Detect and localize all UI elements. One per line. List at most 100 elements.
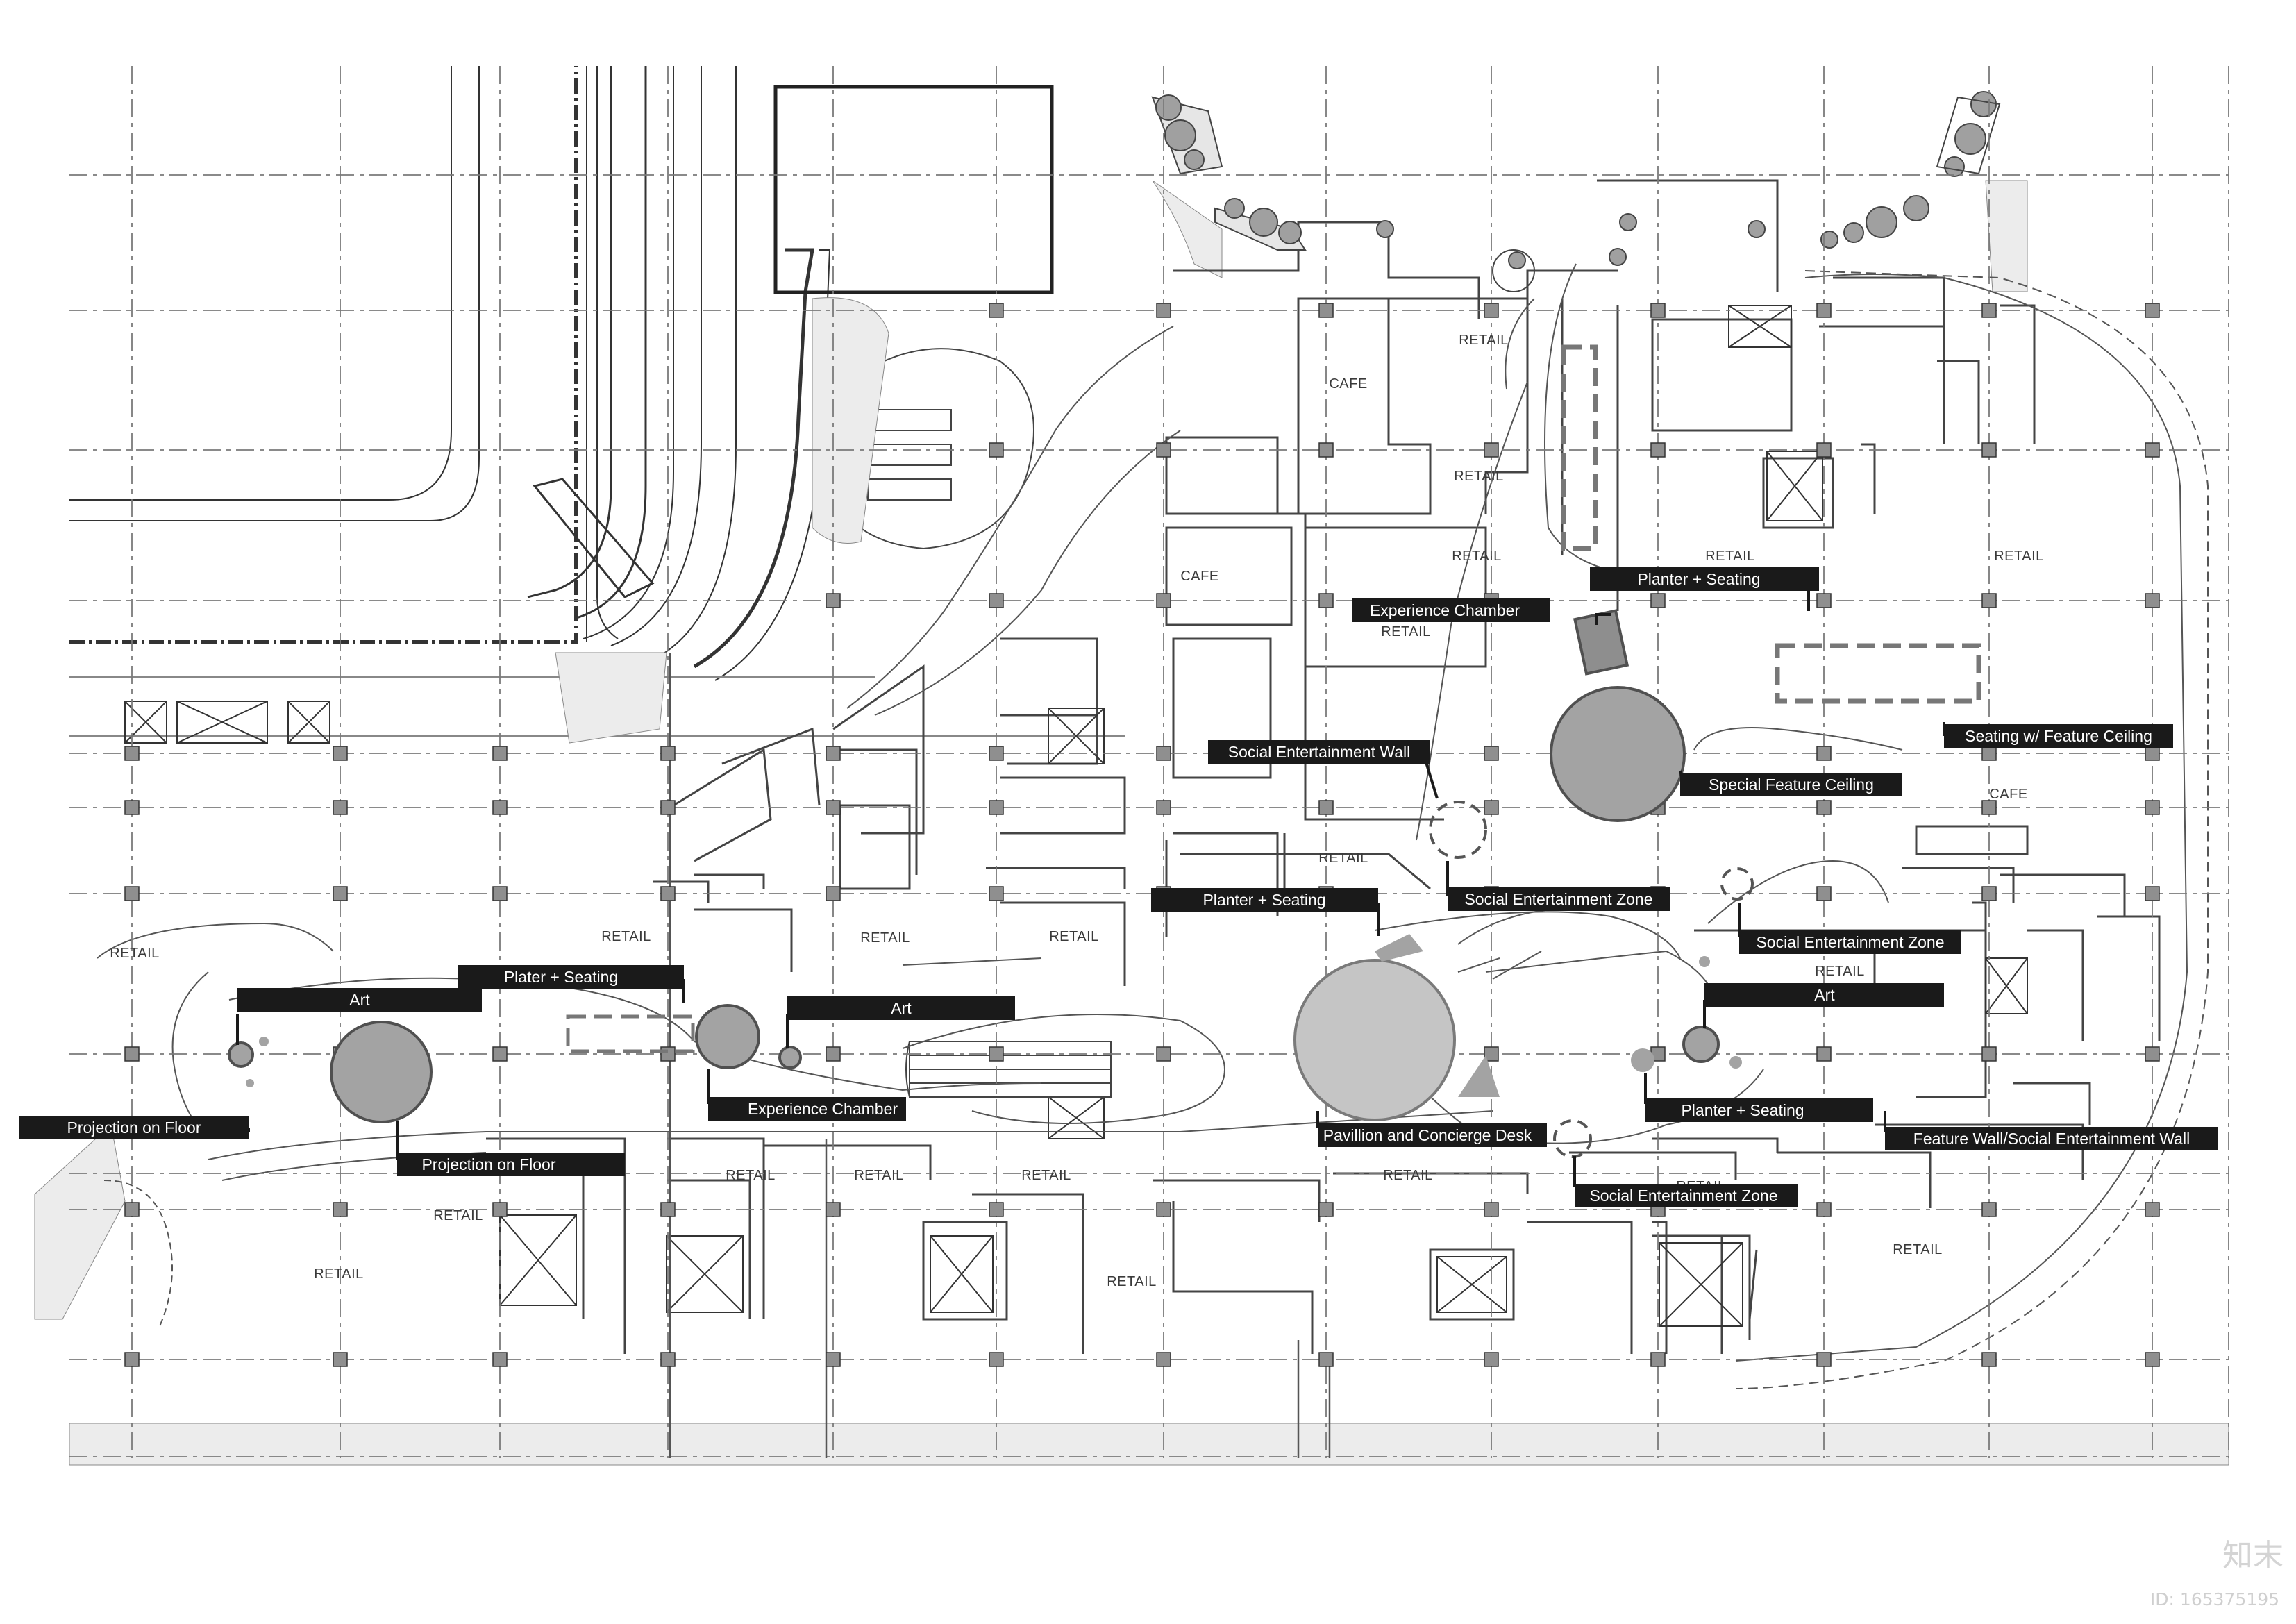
- column-marker: [1650, 593, 1666, 608]
- column-marker: [1484, 1202, 1499, 1217]
- svg-text:Special Feature Ceiling: Special Feature Ceiling: [1709, 776, 1874, 794]
- callout-experience-chamber-south: Experience Chamber: [708, 1097, 906, 1121]
- room-label: CAFE: [1180, 569, 1218, 584]
- column-marker: [989, 1202, 1004, 1217]
- column-marker: [124, 746, 140, 761]
- column-marker: [492, 746, 508, 761]
- column-marker: [660, 800, 676, 815]
- column-marker: [2145, 1202, 2160, 1217]
- social-zone-rings: [1429, 801, 1754, 1158]
- column-marker: [826, 1046, 841, 1062]
- concierge-shape: [1458, 1055, 1500, 1097]
- column-marker: [660, 1046, 676, 1062]
- column-marker: [124, 1352, 140, 1367]
- mall-boundary: [97, 263, 2209, 1389]
- column-marker: [1816, 800, 1832, 815]
- column-marker: [989, 303, 1004, 318]
- column-marker: [492, 1202, 508, 1217]
- column-marker: [826, 1202, 841, 1217]
- column-marker: [1650, 1352, 1666, 1367]
- special-feature-ceiling-circle: [1550, 686, 1686, 822]
- dashed-zones: [566, 344, 1981, 1053]
- column-marker: [1484, 800, 1499, 815]
- column-marker: [1816, 1202, 1832, 1217]
- column-marker: [1981, 800, 1997, 815]
- column-marker: [333, 1352, 348, 1367]
- column-marker: [492, 800, 508, 815]
- callout-projection-floor-1: Projection on Floor: [19, 1116, 249, 1139]
- column-marker: [1318, 442, 1334, 458]
- column-marker: [1156, 442, 1171, 458]
- column-marker: [989, 886, 1004, 901]
- column-marker: [826, 593, 841, 608]
- room-labels: RETAIL CAFE RETAIL RETAIL RETAIL RETAIL …: [110, 333, 2043, 1289]
- column-marker: [1318, 593, 1334, 608]
- callout-art-west: Art: [237, 988, 482, 1012]
- structural-columns: [124, 303, 2160, 1367]
- column-marker: [660, 1352, 676, 1367]
- room-label: RETAIL: [1454, 469, 1504, 484]
- room-label: RETAIL: [854, 1168, 904, 1183]
- svg-text:Experience Chamber: Experience Chamber: [1370, 601, 1520, 619]
- pavillion-concierge-circle: [1293, 959, 1456, 1121]
- escalator: [905, 1041, 1112, 1098]
- column-marker: [989, 593, 1004, 608]
- planter-seating-shape: [1375, 934, 1423, 962]
- column-marker: [826, 1352, 841, 1367]
- column-marker: [1816, 303, 1832, 318]
- column-marker: [2145, 303, 2160, 318]
- room-label: RETAIL: [1107, 1274, 1157, 1289]
- column-marker: [2145, 1046, 2160, 1062]
- column-marker: [1318, 1352, 1334, 1367]
- column-marker: [1484, 303, 1499, 318]
- svg-text:Seating w/ Feature Ceiling: Seating w/ Feature Ceiling: [1965, 727, 2152, 745]
- room-label: CAFE: [1989, 787, 2027, 802]
- callout-social-entertainment-zone-1: Social Entertainment Zone: [1448, 887, 1670, 911]
- svg-text:Experience Chamber: Experience Chamber: [748, 1100, 898, 1118]
- column-marker: [2145, 1352, 2160, 1367]
- column-marker: [1981, 1202, 1997, 1217]
- callout-leaders: [236, 578, 1945, 1187]
- callout-labels: Planter + Seating Experience Chamber Sea…: [19, 567, 2218, 1207]
- column-marker: [1484, 746, 1499, 761]
- svg-text:Planter + Seating: Planter + Seating: [1203, 891, 1325, 909]
- column-marker: [124, 1202, 140, 1217]
- column-marker: [1650, 442, 1666, 458]
- room-label: RETAIL: [1021, 1168, 1071, 1183]
- column-marker: [1156, 303, 1171, 318]
- room-label: RETAIL: [433, 1208, 483, 1223]
- column-marker: [1816, 1046, 1832, 1062]
- column-marker: [124, 886, 140, 901]
- column-marker: [1484, 1046, 1499, 1062]
- column-marker: [989, 442, 1004, 458]
- column-marker: [333, 886, 348, 901]
- column-marker: [333, 746, 348, 761]
- callout-pavillion-concierge: Pavillion and Concierge Desk: [1318, 1123, 1547, 1147]
- callout-planter-seating-center: Planter + Seating: [1151, 888, 1378, 912]
- column-marker: [333, 800, 348, 815]
- column-marker: [826, 886, 841, 901]
- tree-planters: [1151, 91, 2001, 292]
- watermark-id: ID: 165375195: [2150, 1589, 2279, 1609]
- callout-seating-feature-ceiling: Seating w/ Feature Ceiling: [1944, 724, 2173, 748]
- callout-special-feature-ceiling: Special Feature Ceiling: [1680, 773, 1902, 796]
- callout-experience-chamber-north: Experience Chamber: [1352, 598, 1550, 622]
- room-label: RETAIL: [1705, 549, 1755, 564]
- street-linework: [69, 66, 1125, 737]
- room-label: RETAIL: [726, 1168, 776, 1183]
- svg-text:Social Entertainment Zone: Social Entertainment Zone: [1756, 933, 1944, 951]
- watermark: 知末 ID: 165375195: [2150, 1538, 2284, 1609]
- art-marker-west: [228, 1041, 254, 1068]
- column-marker: [1816, 593, 1832, 608]
- svg-text:Social Entertainment Zone: Social Entertainment Zone: [1464, 890, 1652, 908]
- planter-seating-east: [1631, 1048, 1654, 1072]
- column-marker: [1156, 746, 1171, 761]
- column-marker: [1981, 1352, 1997, 1367]
- column-marker: [1156, 593, 1171, 608]
- column-marker: [989, 746, 1004, 761]
- room-label: RETAIL: [1815, 964, 1865, 979]
- column-marker: [2145, 746, 2160, 761]
- svg-text:Art: Art: [891, 999, 912, 1017]
- column-marker: [1318, 800, 1334, 815]
